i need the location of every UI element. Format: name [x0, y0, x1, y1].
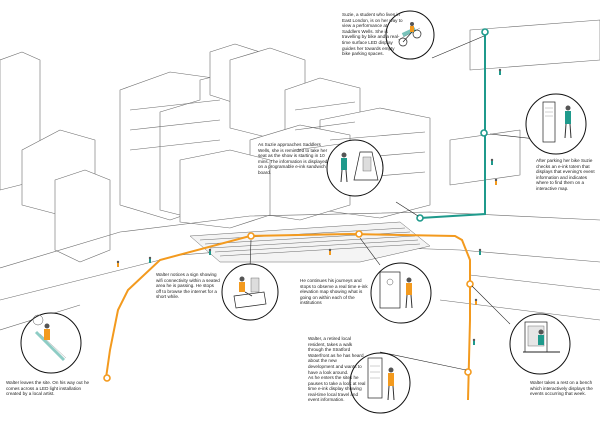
caption-walter-wifi: Walter notices a sign showing wifi conne…	[156, 272, 220, 300]
caption-suzie-approaches: As Suzie approaches Saddlers Wells, she …	[258, 142, 328, 176]
callout-elevation-map	[371, 263, 431, 323]
callout-led-installation	[21, 313, 81, 373]
caption-suzie-intro: Suzie, a student who lives in East Londo…	[342, 12, 404, 57]
callout-totem	[526, 94, 586, 154]
callout-sandwich-board	[327, 140, 383, 196]
callout-wifi-seat	[222, 264, 278, 320]
caption-walter-leaves: Walter leaves the site. On his way out h…	[6, 380, 90, 397]
caption-walter-elevation: He continues his journeys and stops to o…	[300, 278, 368, 306]
caption-walter-exit-display: As he enters the sites he pauses to take…	[308, 375, 366, 403]
caption-walter-retired: Walter, a retired local resident, takes …	[308, 336, 364, 375]
caption-walter-bench: Walter takes a rest on a bench which int…	[530, 380, 596, 397]
caption-suzie-parking: After parking her bike Suzie checks an e…	[536, 158, 596, 192]
callout-bench	[510, 314, 570, 374]
